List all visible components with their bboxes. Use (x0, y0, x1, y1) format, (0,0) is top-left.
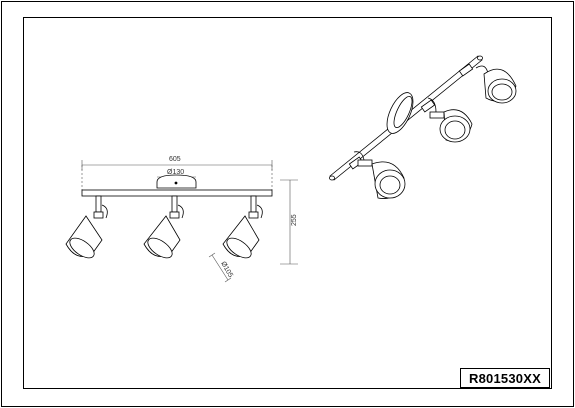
ceiling-canopy (156, 174, 197, 189)
perspective-canopy (386, 92, 414, 134)
width-dimension-line (81, 160, 273, 190)
perspective-spot-3 (348, 151, 406, 199)
width-label: 605 (169, 156, 181, 163)
height-label: 255 (291, 214, 298, 226)
canopy-screw (174, 181, 178, 185)
perspective-spot-1 (458, 63, 517, 104)
front-view (65, 160, 298, 283)
inner-frame (23, 17, 552, 389)
product-code-box: R801530XX (460, 368, 550, 388)
mounting-rail (81, 189, 273, 197)
perspective-view (329, 55, 517, 199)
spot-1 (65, 195, 108, 259)
height-dimension-line (280, 179, 298, 265)
product-code: R801530XX (469, 370, 541, 386)
spot-2 (143, 195, 184, 259)
perspective-spot-2 (420, 97, 473, 143)
base-diameter-label: Ø130 (167, 169, 184, 176)
spot-3 (222, 195, 263, 259)
shade-diameter-dimension-line (208, 252, 232, 283)
